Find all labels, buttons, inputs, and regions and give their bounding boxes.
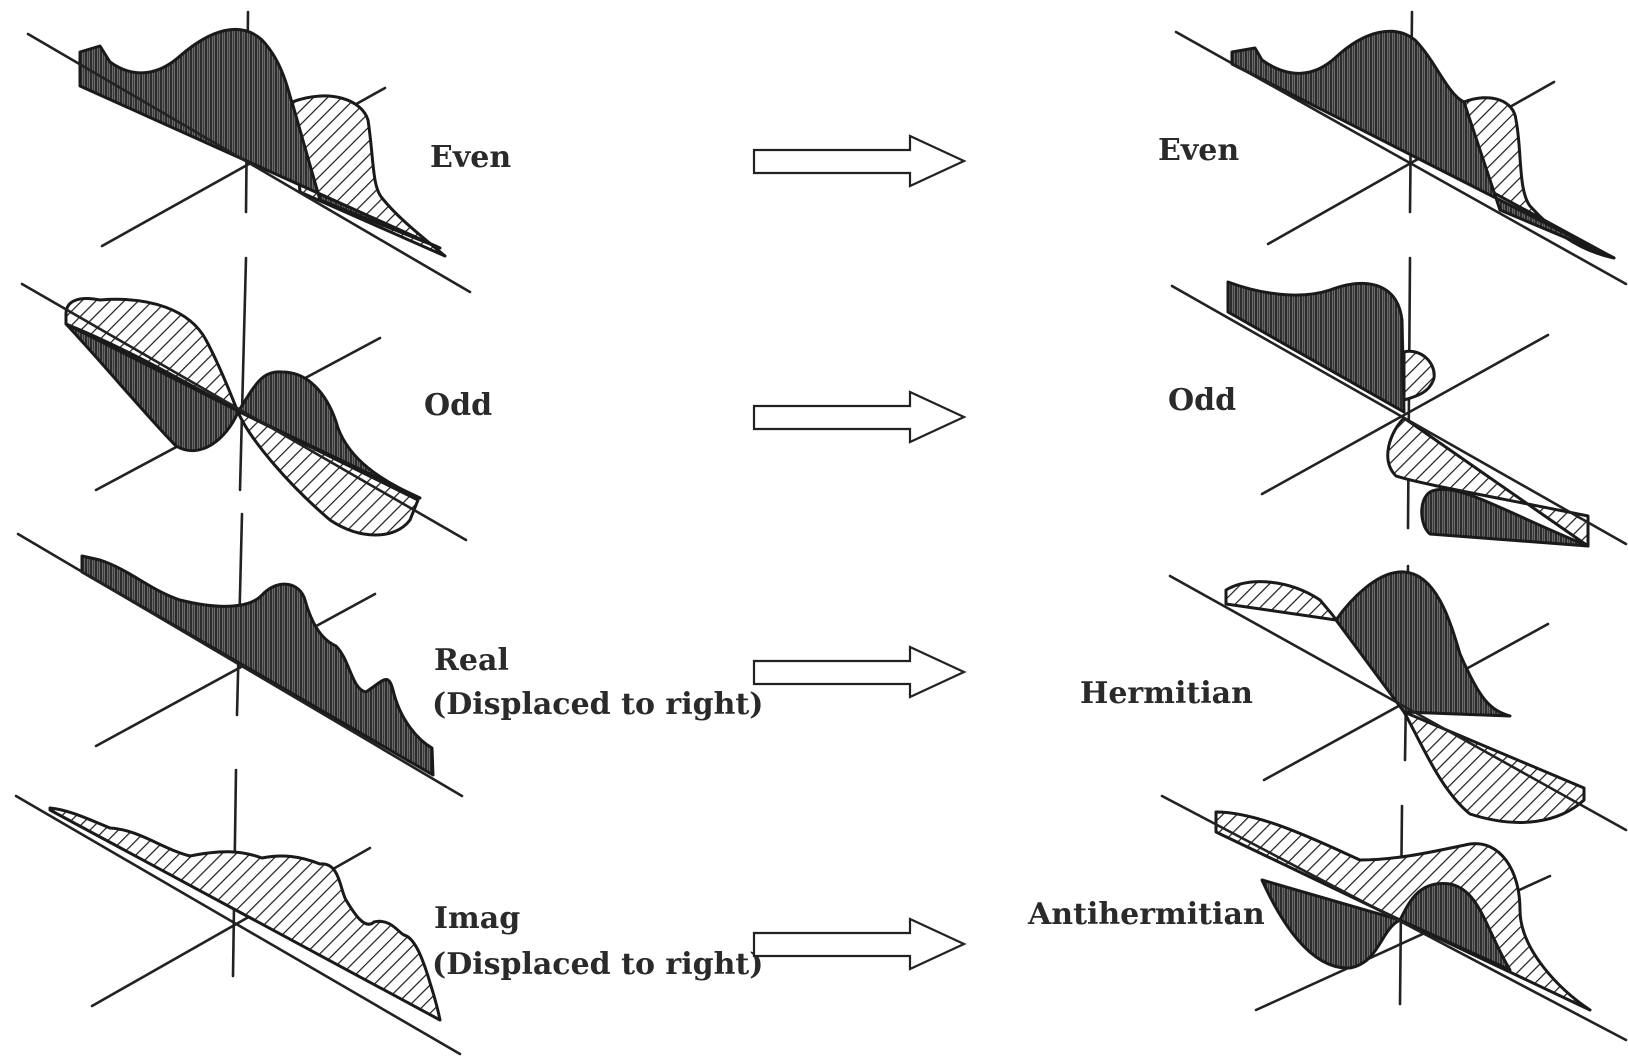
odd-hatched-lobe <box>66 299 418 535</box>
hermitian-peak <box>1336 572 1510 716</box>
arrow-row-3 <box>754 647 964 697</box>
label-real-note: (Displaced to right) <box>432 687 763 722</box>
label-odd-right: Odd <box>1168 383 1236 418</box>
label-odd-left: Odd <box>424 388 492 423</box>
odd-upper-hatch <box>1404 351 1434 400</box>
left-odd-panel <box>22 258 466 540</box>
left-real-panel <box>18 514 462 796</box>
label-even-left: Even <box>430 140 511 175</box>
odd-upper-lobe <box>1228 282 1404 412</box>
antihermitian-hatch <box>1216 812 1590 1010</box>
arrow-row-4 <box>754 919 964 969</box>
label-antihermitian: Antihermitian <box>1027 897 1265 932</box>
label-imag-note: (Displaced to right) <box>432 947 763 982</box>
left-imag-panel <box>16 770 460 1054</box>
hermitian-lower-hatch <box>1404 712 1584 822</box>
left-even-panel <box>28 12 470 292</box>
vertical-axis <box>240 258 246 490</box>
label-real-left: Real <box>434 643 509 678</box>
hermitian-left-hatch <box>1226 582 1336 620</box>
label-imag-left: Imag <box>434 901 520 936</box>
arrow-row-1 <box>754 136 964 186</box>
label-hermitian: Hermitian <box>1080 676 1253 711</box>
imag-hatched-region <box>50 808 440 1020</box>
real-lobe <box>1232 31 1614 258</box>
real-shaded-region <box>82 556 433 775</box>
right-odd-panel <box>1172 258 1626 546</box>
label-even-right: Even <box>1158 133 1239 168</box>
arrow-row-2 <box>754 392 964 442</box>
right-even-panel <box>1176 12 1626 284</box>
